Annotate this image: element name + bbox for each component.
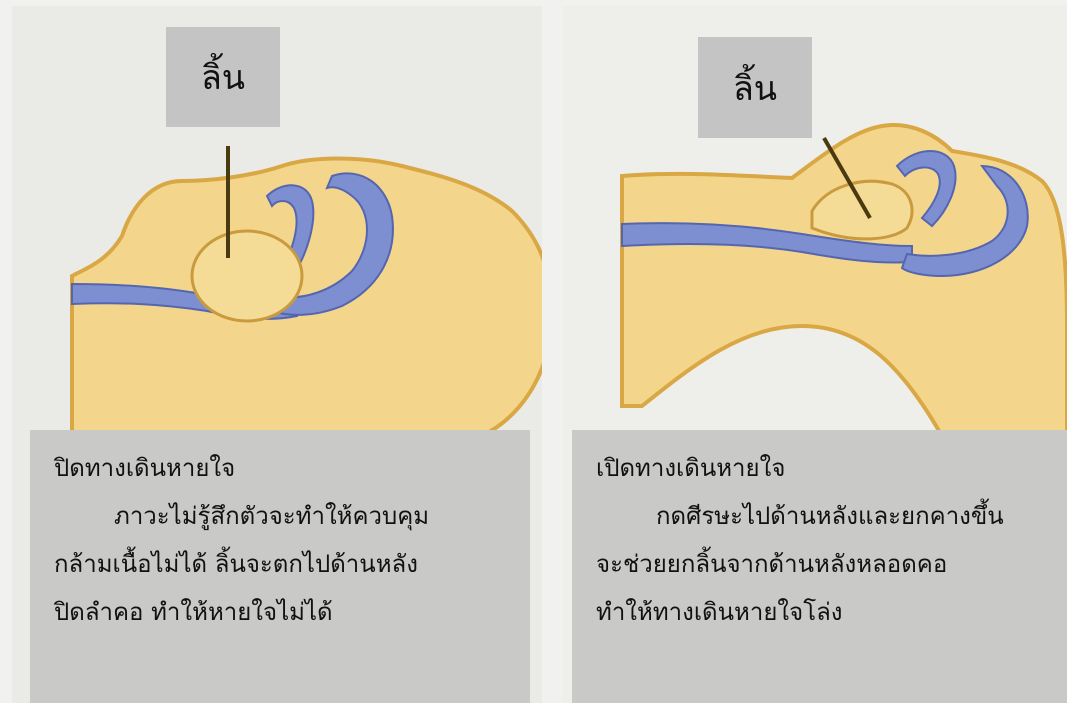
caption-left-line-2: กล้ามเนื้อไม่ได้ ลิ้นจะตกไปด้านหลัง	[54, 540, 510, 588]
caption-closed-airway: ปิดทางเดินหายใจ ภาวะไม่รู้สึกตัวจะทำให้ค…	[30, 430, 530, 703]
tongue-left	[192, 231, 302, 321]
open-airway-illustration	[562, 6, 1067, 436]
tongue-label-right-text: ลิ้น	[733, 61, 777, 115]
tongue-label-right: ลิ้น	[698, 37, 812, 138]
tongue-label-left-text: ลิ้น	[201, 50, 245, 104]
caption-left-line-3: ปิดลำคอ ทำให้หายใจไม่ได้	[54, 588, 510, 636]
caption-right-line-3: ทำให้ทางเดินหายใจโล่ง	[596, 588, 1047, 636]
caption-left-line-1: ภาวะไม่รู้สึกตัวจะทำให้ควบคุม	[54, 492, 510, 540]
caption-right-line-2: จะช่วยยกลิ้นจากด้านหลังหลอดคอ	[596, 540, 1047, 588]
caption-open-airway: เปิดทางเดินหายใจ กดศีรษะไปด้านหลังและยกค…	[572, 430, 1067, 703]
caption-right-line-1: กดศีรษะไปด้านหลังและยกคางขึ้น	[596, 492, 1047, 540]
caption-left-title: ปิดทางเดินหายใจ	[54, 444, 510, 492]
tongue-label-left: ลิ้น	[166, 27, 280, 127]
caption-right-title: เปิดทางเดินหายใจ	[596, 444, 1047, 492]
